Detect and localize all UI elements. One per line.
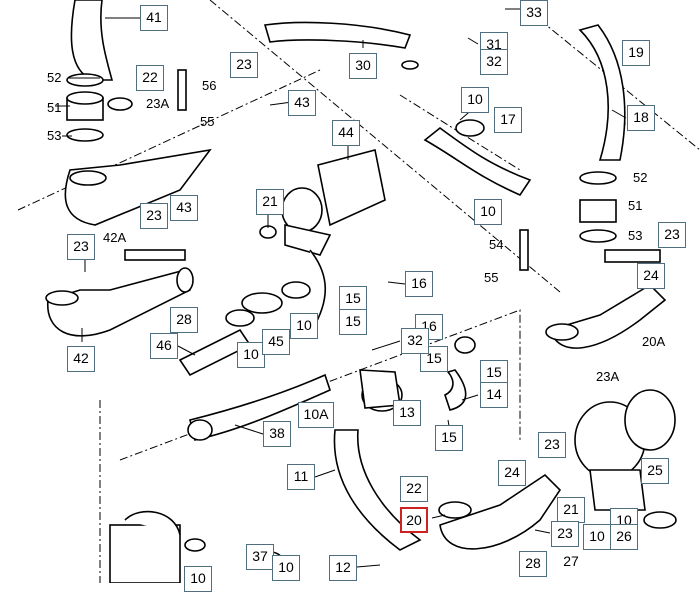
callout-27: 27: [563, 553, 579, 569]
callout-10: 10: [184, 566, 212, 592]
label-52: 52: [633, 170, 648, 185]
turbocharger-lower: [438, 389, 677, 550]
callout-15: 15: [480, 360, 508, 386]
label-51: 51: [628, 198, 643, 213]
callout-46: 46: [150, 333, 178, 359]
callout-21: 21: [256, 189, 284, 215]
callout-32: 32: [401, 328, 429, 354]
label-53: 53: [628, 228, 643, 243]
label-56: 56: [202, 78, 217, 93]
callout-10: 10: [583, 524, 611, 550]
left-intercooler-pipe: [45, 249, 194, 337]
callout-23: 23: [658, 222, 686, 248]
callout-23: 23: [140, 203, 168, 229]
callout-43: 43: [288, 90, 316, 116]
left-hose-assembly: [64, 0, 212, 226]
callout-28: 28: [519, 551, 547, 577]
turbocharger-upper: [259, 149, 386, 331]
callout-22: 22: [400, 476, 428, 502]
middle-hoses: [178, 281, 476, 551]
label-55: 55: [484, 270, 499, 285]
callout-18: 18: [627, 105, 655, 131]
callout-25: 25: [641, 458, 669, 484]
callout-14: 14: [480, 382, 508, 408]
callout-38: 38: [263, 421, 291, 447]
label-55: 55: [200, 114, 215, 129]
label-42A: 42A: [103, 230, 127, 245]
callout-13: 13: [393, 400, 421, 426]
callout-23: 23: [551, 521, 579, 547]
callout-41: 41: [140, 5, 168, 31]
pipe-30: [263, 21, 419, 70]
callout-15: 15: [435, 425, 463, 451]
callout-42: 42: [67, 346, 95, 372]
label-52: 52: [47, 70, 62, 85]
callout-30: 30: [349, 53, 377, 79]
callout-19: 19: [622, 40, 650, 66]
callout-16: 16: [405, 271, 433, 297]
callout-11: 11: [287, 464, 315, 490]
label-54: 54: [489, 237, 504, 252]
callout-45: 45: [262, 329, 290, 355]
callout-23: 23: [67, 234, 95, 260]
callout-43: 43: [170, 195, 198, 221]
callout-12: 12: [329, 555, 357, 581]
callout-10: 10: [461, 87, 489, 113]
label-51: 51: [47, 100, 62, 115]
label-53: 53: [47, 128, 62, 143]
callout-32: 32: [480, 49, 508, 75]
label-23A: 23A: [596, 369, 620, 384]
callout-20-highlighted: 20: [400, 507, 428, 533]
callout-15: 15: [339, 286, 367, 312]
hose-17: [423, 119, 532, 271]
callout-44: 44: [332, 120, 360, 146]
label-20A: 20A: [642, 334, 666, 349]
callout-24: 24: [498, 460, 526, 486]
callout-10: 10: [474, 199, 502, 225]
callout-26: 26: [610, 524, 638, 550]
callout-15: 15: [339, 309, 367, 335]
callout-33: 33: [520, 0, 548, 26]
callout-23: 23: [230, 52, 258, 78]
label-23A: 23A: [146, 96, 170, 111]
callout-24: 24: [637, 263, 665, 289]
callout-10A: 10A: [298, 402, 334, 428]
callout-10: 10: [290, 313, 318, 339]
callout-17: 17: [494, 107, 522, 133]
callout-22: 22: [136, 65, 164, 91]
right-hose-assembly: [545, 24, 667, 349]
callout-21: 21: [557, 497, 585, 523]
callout-37: 37: [246, 544, 274, 570]
callout-10: 10: [272, 555, 300, 581]
callout-23: 23: [538, 432, 566, 458]
callout-28: 28: [170, 307, 198, 333]
callout-10: 10: [237, 342, 265, 368]
